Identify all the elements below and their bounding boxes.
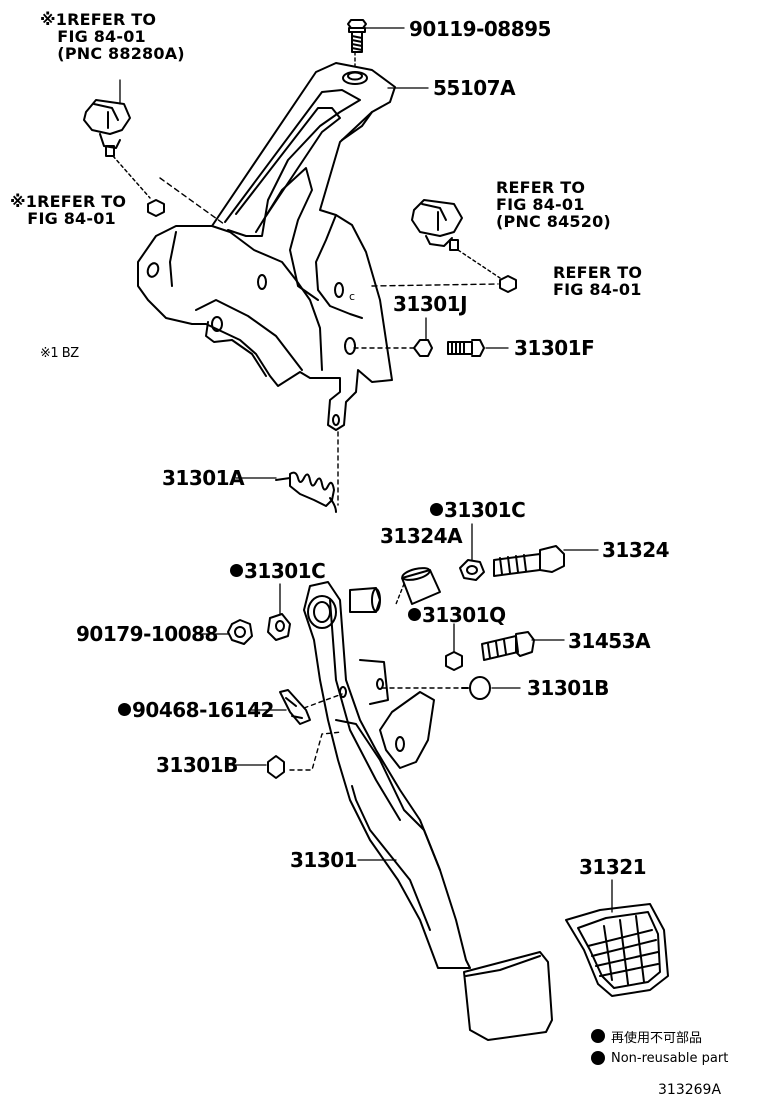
legend-text-en: Non-reusable part [611, 1050, 729, 1066]
brake-pedal-arm [303, 581, 553, 1041]
bz-note: ※1 BZ [40, 346, 79, 361]
legend-row-en: Non-reusable part [591, 1047, 728, 1069]
label-31301B-left: 31301B [156, 753, 238, 777]
label-31453A: 31453A [568, 629, 651, 653]
label-31301Q: 31301Q [408, 605, 506, 625]
stop-lamp-switch-right [371, 199, 517, 293]
legend-text-jp: 再使用不可部品 [611, 1030, 703, 1046]
label-90179-10088: 90179-10088 [76, 622, 218, 646]
refer-note-switch-right: REFER TO FIG 84-01 (PNC 84520) [496, 178, 611, 231]
legend-row-jp: 再使用不可部品 [591, 1025, 728, 1047]
refer-note-switch-left: ※1REFER TO FIG 84-01 (PNC 88280A) [40, 10, 185, 63]
label-31301: 31301 [290, 848, 358, 872]
figure-code: 313269A [658, 1082, 722, 1098]
legend: 再使用不可部品 Non-reusable part [591, 1025, 728, 1069]
label-31324: 31324 [602, 538, 670, 562]
return-spring [275, 431, 339, 513]
label-31301F: 31301F [514, 336, 595, 360]
pedal-bracket: c [137, 62, 396, 431]
refer-note-nut-left: ※1REFER TO FIG 84-01 [10, 192, 127, 228]
bushings-and-pin [267, 676, 491, 779]
bullet-icon [591, 1051, 605, 1065]
label-90119-08895: 90119-08895 [409, 17, 551, 41]
label-55107A: 55107A [433, 76, 516, 100]
nut-and-bolt-31324 [459, 545, 565, 581]
label-31301B-right: 31301B [527, 676, 609, 700]
refer-note-nut-right: REFER TO FIG 84-01 [553, 263, 643, 299]
label-90468-16142: 90468-16142 [118, 700, 274, 720]
svg-text:c: c [349, 290, 355, 303]
pedal-pad-31321 [565, 903, 669, 997]
label-31301J: 31301J [393, 292, 468, 316]
left-nuts [227, 613, 291, 645]
label-31301A: 31301A [162, 466, 245, 490]
nut-and-bolt-31453A [445, 631, 535, 671]
label-31324A: 31324A [380, 524, 463, 548]
leader-lines [119, 27, 613, 913]
label-31321: 31321 [579, 855, 647, 879]
nut-and-stopper [353, 339, 485, 357]
label-31301C-upper: 31301C [430, 500, 526, 520]
bolt-90119 [347, 19, 367, 67]
label-31301C-lower: 31301C [230, 561, 326, 581]
bullet-icon [591, 1029, 605, 1043]
collar-31324A [395, 567, 441, 605]
stop-lamp-switch-left [83, 99, 225, 225]
